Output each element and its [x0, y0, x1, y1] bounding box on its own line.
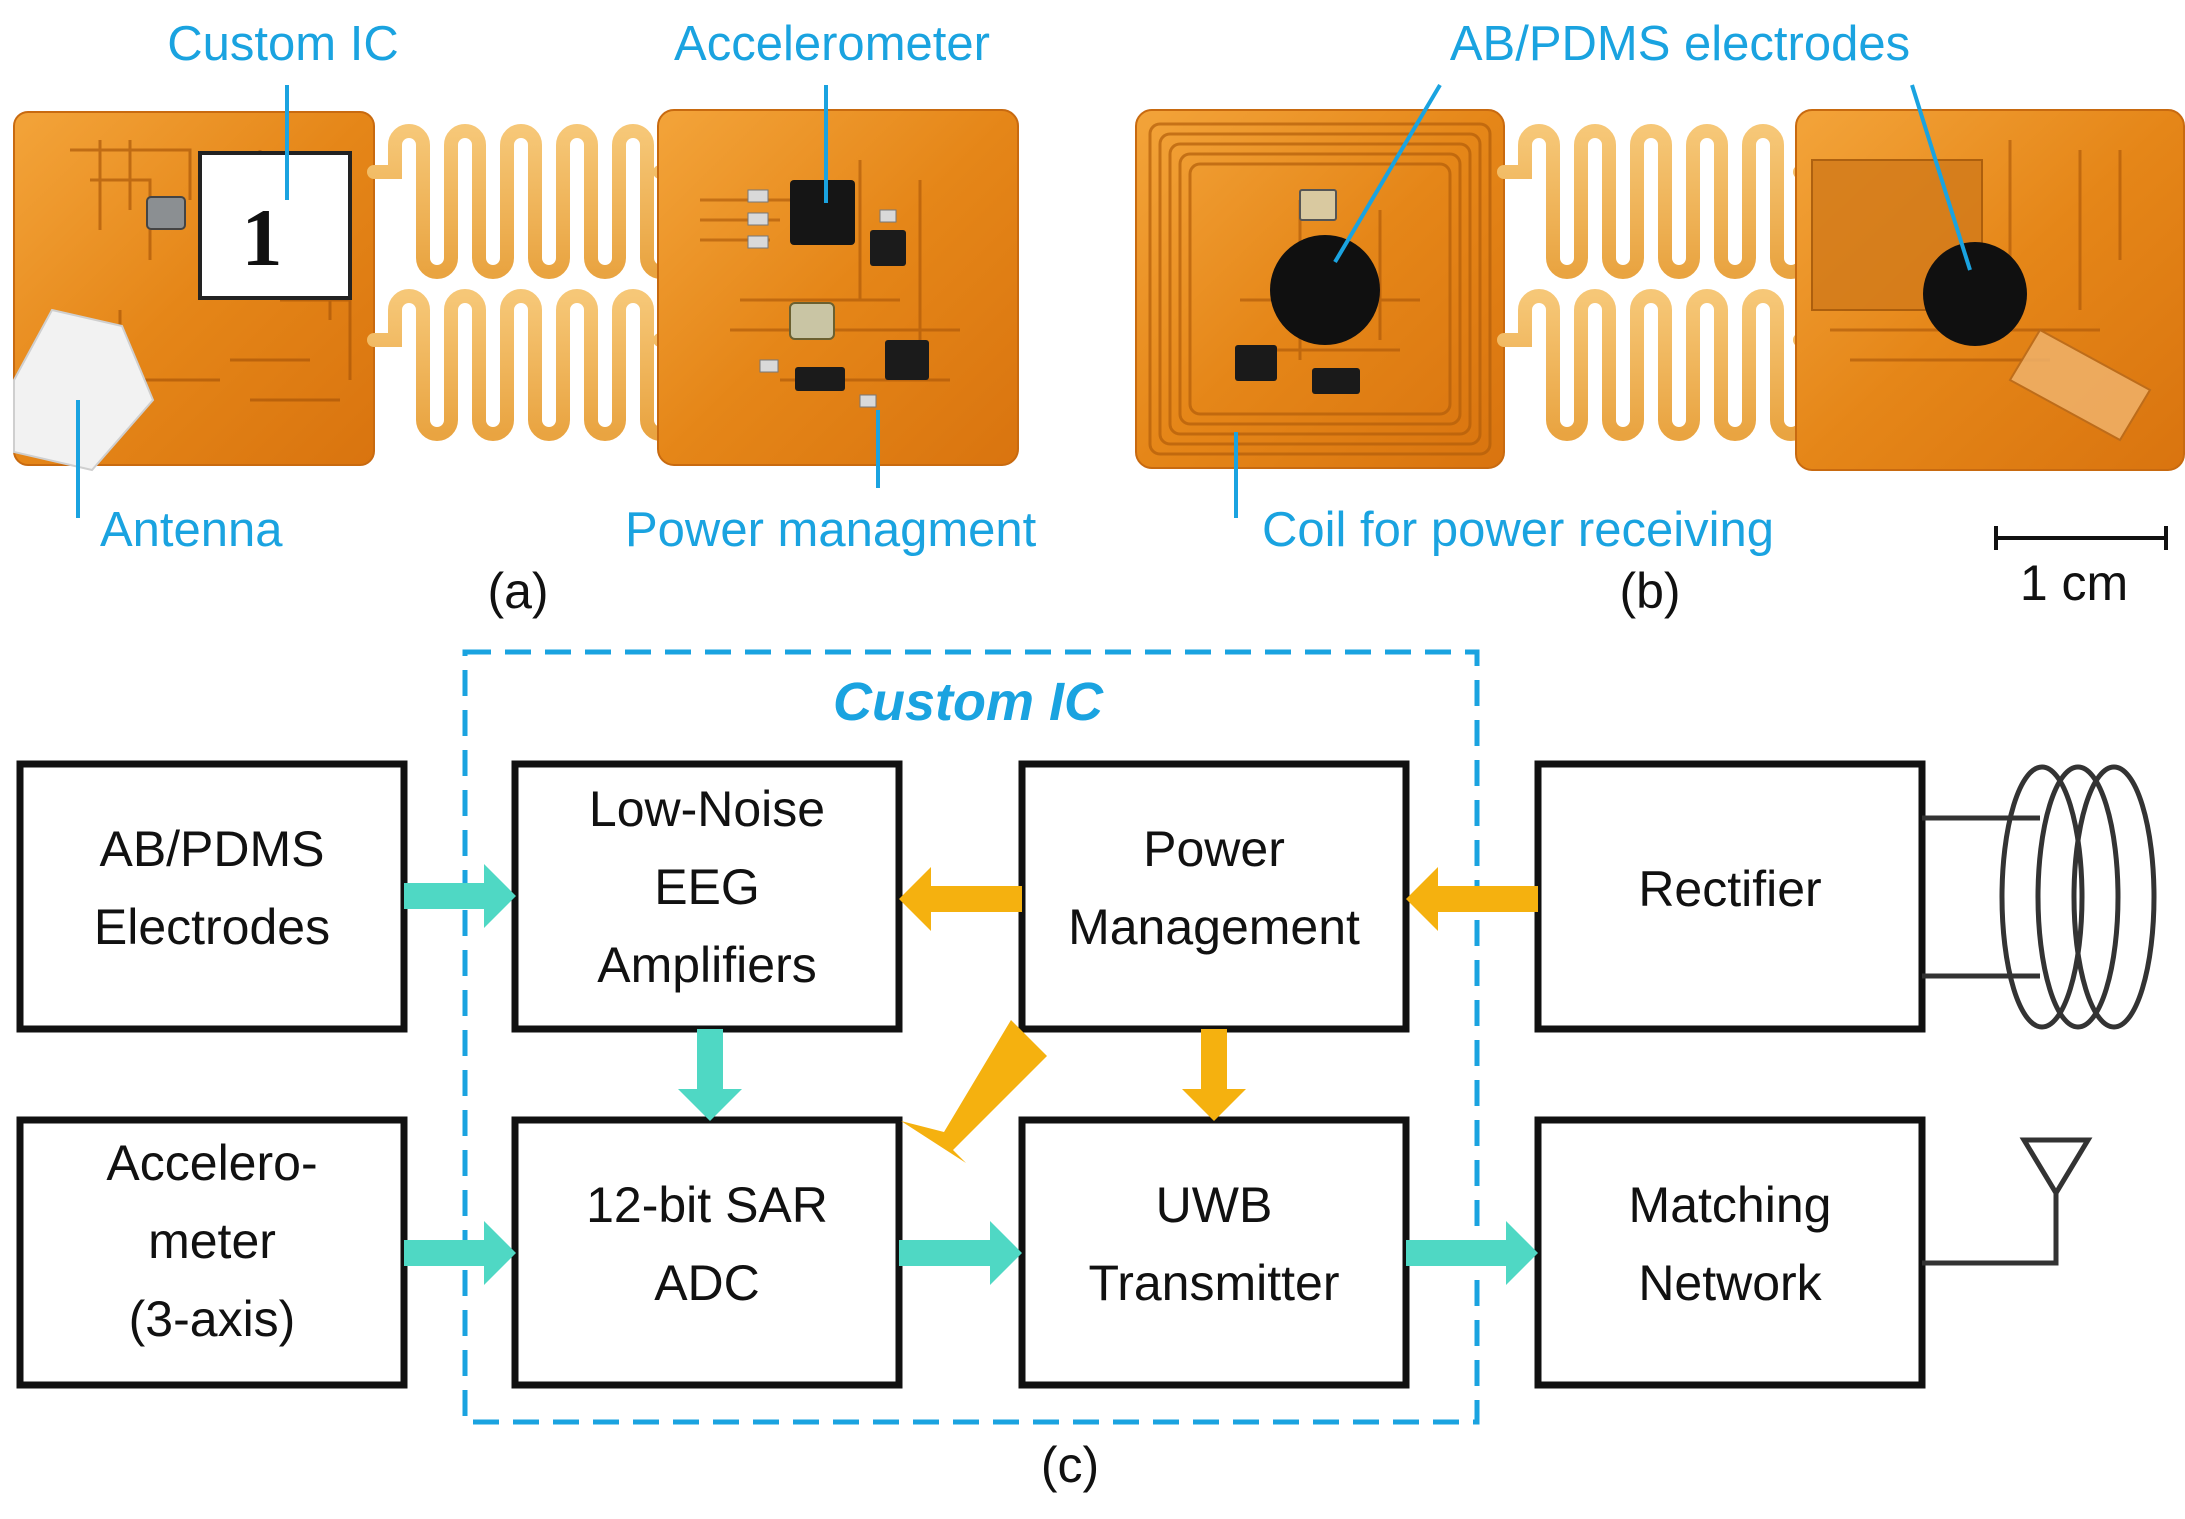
block-accelerometer-line1: Accelero-	[106, 1135, 317, 1191]
arrow-power-to-amplifiers	[899, 867, 1022, 931]
callout-power-management: Power managment	[625, 503, 1037, 557]
block-amplifiers	[511, 760, 903, 1033]
callout-accelerometer: Accelerometer	[674, 17, 990, 71]
block-accelerometer	[16, 1116, 408, 1389]
arrow-power-to-adc	[901, 1020, 1047, 1163]
block-power-management-line1: Power	[1143, 821, 1285, 877]
custom-ic-title: Custom IC	[833, 672, 1104, 732]
block-uwb-line1: UWB	[1156, 1177, 1273, 1233]
ic-label-number: 1	[242, 192, 283, 283]
block-power-management	[1018, 760, 1410, 1033]
signal-arrows	[404, 864, 1538, 1285]
block-rectifier-line1: Rectifier	[1638, 861, 1821, 917]
block-matching-line1: Matching	[1629, 1177, 1832, 1233]
block-power-management-line2: Management	[1068, 899, 1360, 955]
serpentine-a	[367, 124, 682, 441]
scale-bar	[1994, 526, 2168, 550]
coil-icon	[1922, 764, 2157, 1030]
photo-a: 1	[13, 109, 1019, 472]
photo-b	[1135, 109, 2185, 471]
custom-ic-region	[462, 649, 1480, 1425]
block-adc-line2: ADC	[654, 1255, 760, 1311]
callout-electrodes: AB/PDMS electrodes	[1450, 17, 1910, 71]
block-accelerometer-line2: meter	[148, 1213, 276, 1269]
block-accelerometer-line3: (3-axis)	[129, 1291, 296, 1347]
callout-custom-ic: Custom IC	[167, 17, 398, 71]
block-uwb-line2: Transmitter	[1089, 1255, 1340, 1311]
block-rectifier	[1534, 760, 1926, 1033]
accelerometer-chip	[790, 180, 855, 245]
pcb-right-a	[657, 109, 1019, 466]
ic-label-square	[198, 151, 352, 300]
power-arrows	[899, 867, 1538, 1163]
block-electrodes-line1: AB/PDMS	[99, 821, 324, 877]
block-uwb	[1018, 1116, 1410, 1389]
arrow-power-to-uwb	[1182, 1029, 1246, 1121]
block-matching-line2: Network	[1638, 1255, 1822, 1311]
callout-lines-b	[1234, 83, 1972, 518]
arrow-accelerometer-to-adc	[404, 1221, 516, 1285]
callout-antenna: Antenna	[100, 503, 283, 557]
block-electrodes	[16, 760, 408, 1033]
scale-bar-label: 1 cm	[2020, 555, 2128, 611]
block-amplifiers-line3: Amplifiers	[597, 937, 816, 993]
arrow-rectifier-to-power	[1406, 867, 1538, 931]
receiving-coil	[1148, 122, 1492, 456]
caption-b: (b)	[1619, 563, 1680, 619]
arrow-electrodes-to-amplifiers	[404, 864, 516, 928]
block-matching	[1534, 1116, 1926, 1389]
arrow-adc-to-uwb	[899, 1221, 1022, 1285]
block-electrodes-line2: Electrodes	[94, 899, 330, 955]
block-amplifiers-line1: Low-Noise	[589, 781, 825, 837]
block-adc	[511, 1116, 903, 1389]
arrow-uwb-to-matching	[1406, 1221, 1538, 1285]
serpentine-b	[1497, 124, 1812, 441]
block-amplifiers-line2: EEG	[654, 859, 760, 915]
callout-lines-a	[76, 85, 880, 518]
caption-c: (c)	[1041, 1437, 1099, 1493]
electrode-right	[1923, 242, 2027, 346]
callout-coil: Coil for power receiving	[1262, 503, 1774, 557]
antenna-chip	[13, 308, 155, 472]
antenna-icon	[1922, 1137, 2093, 1266]
arrow-amplifiers-to-adc	[678, 1029, 742, 1121]
electrode-left	[1270, 235, 1380, 345]
block-adc-line1: 12-bit SAR	[586, 1177, 828, 1233]
caption-a: (a)	[487, 563, 548, 619]
